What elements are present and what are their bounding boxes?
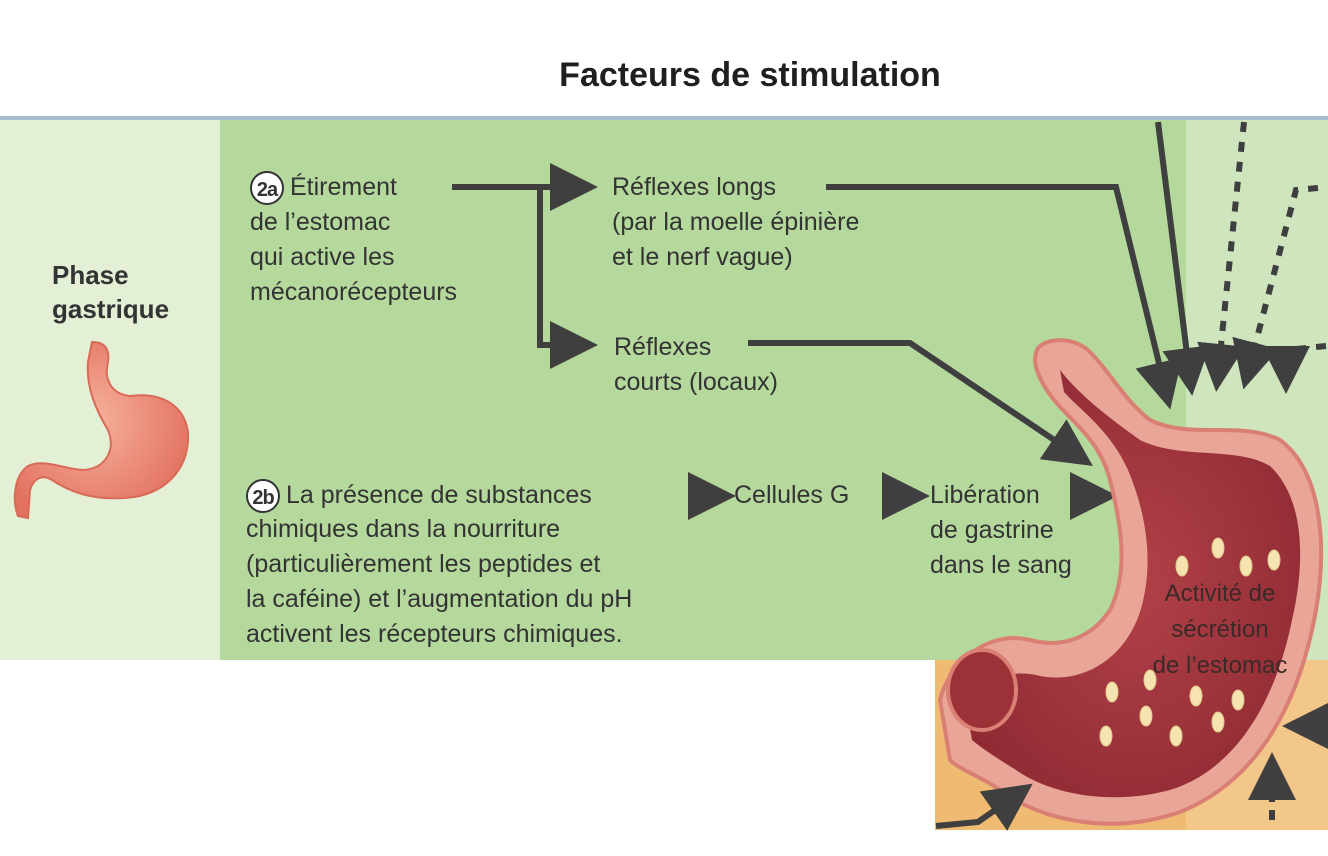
header-divider [0,116,1328,120]
step-2b-first-line: La présence de substances [286,481,592,509]
gastric-phase-panel [220,120,1186,660]
dotted-arrows [1197,121,1327,394]
short-reflexes-text: Réflexes courts (locaux) [614,333,778,396]
gastrin-release-text: Libération de gastrine dans le sang [930,481,1072,579]
step-2a-text: Étirement de l’estomac qui active les mé… [250,173,458,307]
reflex-arrows [452,121,1211,467]
step-2a-badge: 2a [250,171,284,206]
lower-arrows [935,702,1328,831]
diagram-title: Facteurs de stimulation [559,56,941,94]
long-reflexes-text: Réflexes longs (par la moelle épinière e… [612,173,860,271]
small-stomach-icon [13,340,190,520]
stomach-secretion-label: Activité de sécrétion de l’estomac [1152,580,1288,679]
phase-label: Phase gastrique [52,260,170,324]
g-cells-text: Cellules G [734,481,850,509]
stomach-illustration [937,338,1324,826]
step-2b-badge: 2b [246,479,280,514]
step-2b-text: chimiques dans la nourriture (particuliè… [246,515,633,648]
